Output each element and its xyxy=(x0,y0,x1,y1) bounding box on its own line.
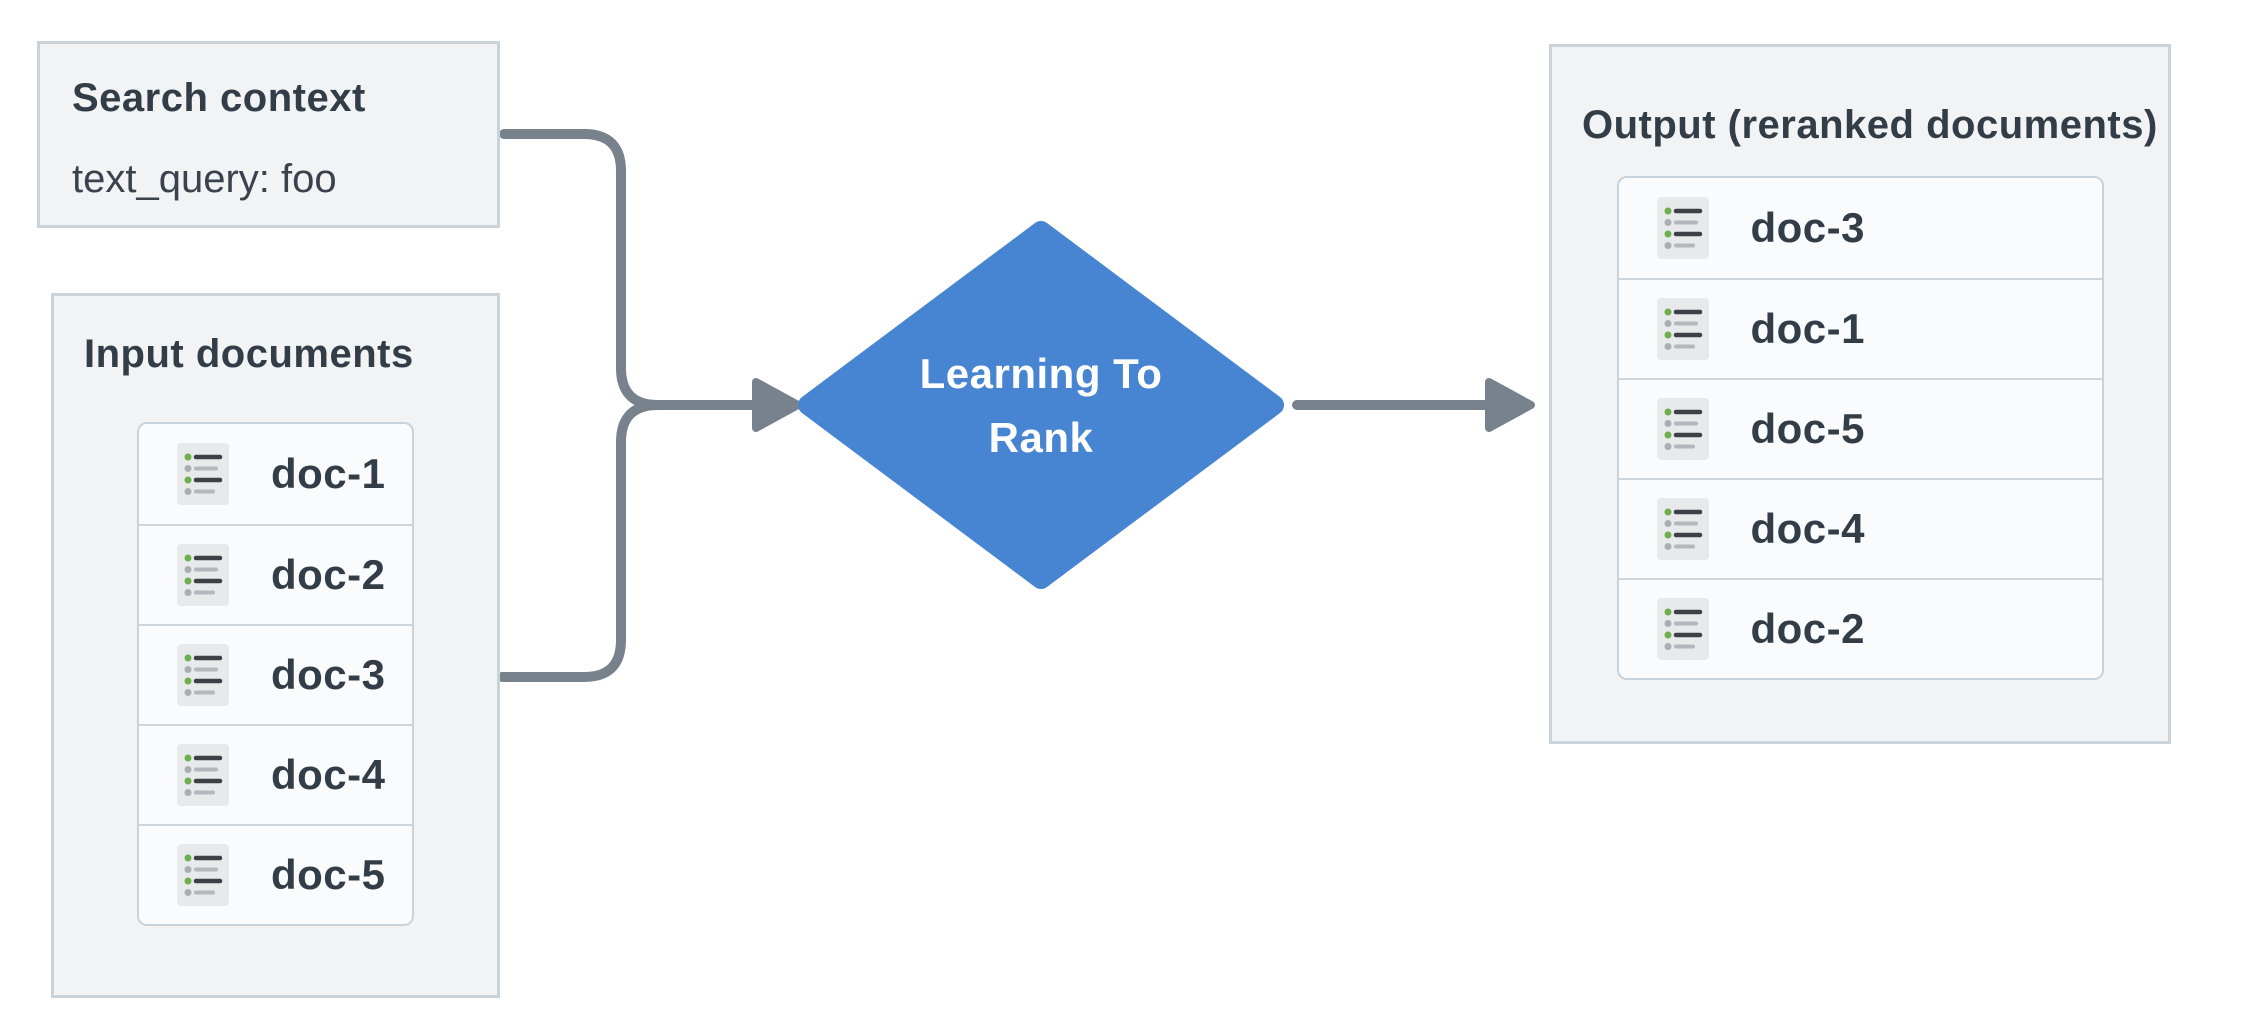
document-list-icon xyxy=(177,644,229,706)
merge-arrowhead-icon xyxy=(752,378,802,432)
document-row: doc-2 xyxy=(139,524,412,624)
document-label: doc-1 xyxy=(271,450,386,497)
document-label: doc-4 xyxy=(1750,505,1866,552)
document-label: doc-2 xyxy=(1750,605,1866,652)
output-document-list: doc-3 doc-1 xyxy=(1616,176,2104,680)
search-context-title: Search context xyxy=(72,76,366,120)
document-label: doc-5 xyxy=(1750,405,1866,452)
document-row: doc-5 xyxy=(139,824,412,924)
output-documents-panel: Output (reranked documents) doc-3 xyxy=(1549,44,2171,744)
document-label: doc-4 xyxy=(271,751,386,798)
document-row: doc-2 xyxy=(1618,578,2102,678)
output-documents-title: Output (reranked documents) xyxy=(1582,103,2158,147)
document-row: doc-3 xyxy=(1618,178,2102,278)
document-row: doc-3 xyxy=(139,624,412,724)
text-query-value: text_query: foo xyxy=(72,157,337,201)
document-list-icon xyxy=(177,844,229,906)
learning-to-rank-diamond xyxy=(798,221,1284,589)
document-row: doc-4 xyxy=(1618,478,2102,578)
document-list-icon xyxy=(177,443,229,505)
document-list-icon xyxy=(1656,298,1709,360)
document-list-icon xyxy=(1656,598,1709,660)
learning-to-rank-label-line1: Learning To xyxy=(919,350,1163,397)
document-row: doc-1 xyxy=(1618,278,2102,378)
input-documents-title: Input documents xyxy=(84,332,414,376)
document-list-icon xyxy=(177,744,229,806)
learning-to-rank-label-line2: Rank xyxy=(988,414,1094,461)
document-row: doc-5 xyxy=(1618,378,2102,478)
document-list-icon xyxy=(177,544,229,606)
document-list-icon xyxy=(1656,498,1709,560)
output-arrowhead-icon xyxy=(1485,378,1535,432)
search-context-panel: Search context text_query: foo xyxy=(37,41,500,228)
document-label: doc-5 xyxy=(271,851,386,898)
learning-to-rank-label: Learning To Rank xyxy=(861,342,1221,470)
document-row: doc-1 xyxy=(139,424,412,524)
document-list-icon xyxy=(1656,197,1709,259)
input-documents-panel: Input documents doc-1 xyxy=(51,293,500,998)
document-row: doc-4 xyxy=(139,724,412,824)
document-label: doc-3 xyxy=(271,651,386,698)
document-label: doc-3 xyxy=(1750,204,1866,251)
connector-search-to-merge xyxy=(499,129,757,410)
input-document-list: doc-1 doc-2 xyxy=(137,422,414,926)
document-list-icon xyxy=(1656,398,1709,460)
connector-input-to-merge xyxy=(497,400,663,682)
document-label: doc-1 xyxy=(1750,305,1866,352)
document-label: doc-2 xyxy=(271,551,386,598)
